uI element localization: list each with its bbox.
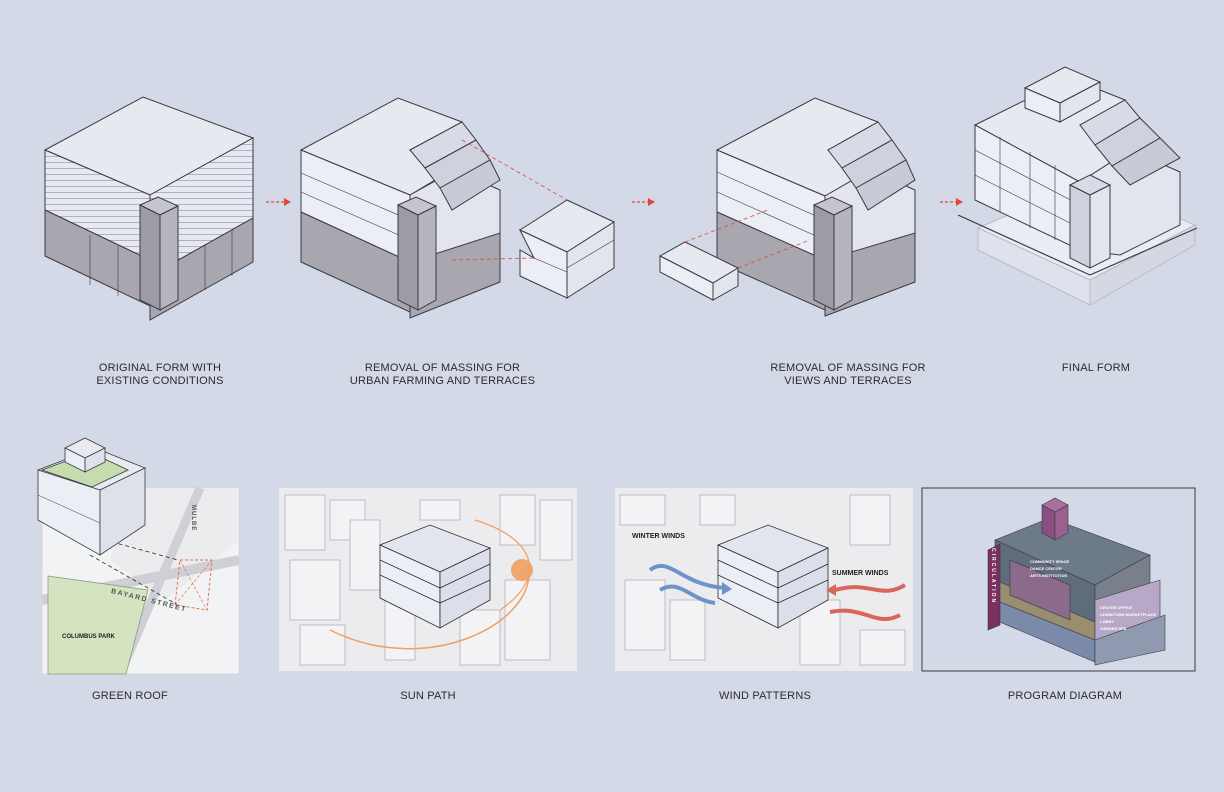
caption-wind-patterns: WIND PATTERNS	[718, 690, 812, 702]
caption-line: URBAN FARMING AND TERRACES	[349, 375, 536, 387]
program-labels-lower: CENTER OFFICE CHINATOWN MARKETPLACE LOBB…	[1100, 605, 1157, 631]
caption-views-terraces: REMOVAL OF MASSING FOR VIEWS AND TERRACE…	[758, 362, 938, 388]
caption-line: ORIGINAL FORM WITH	[98, 362, 222, 374]
massing-urban-farming	[299, 97, 616, 319]
massing-views	[658, 97, 916, 317]
caption-line: REMOVAL OF MASSING FOR	[770, 362, 926, 374]
program-labels: COMMUNITY SPACE DANCE CENTER ARTS INSTIT…	[1030, 559, 1070, 578]
massing-final-form	[957, 66, 1198, 306]
park-label: COLUMBUS PARK	[62, 634, 115, 640]
caption-original-form: ORIGINAL FORM WITH EXISTING CONDITIONS	[80, 362, 240, 388]
caption-program-diagram: PROGRAM DIAGRAM	[1007, 690, 1123, 702]
circulation-label: CIRCULATION	[990, 548, 996, 605]
winter-winds-arrows	[648, 563, 726, 605]
columbus-park	[47, 575, 149, 675]
caption-line: FINAL FORM	[1061, 362, 1131, 374]
caption-final-form: FINAL FORM	[1046, 362, 1146, 375]
wind-patterns-view	[615, 488, 913, 671]
step-arrow-2	[632, 198, 655, 206]
step-arrow-1	[266, 198, 291, 206]
caption-line: REMOVAL OF MASSING FOR	[364, 362, 521, 374]
sun-icon	[511, 559, 533, 581]
caption-urban-farming: REMOVAL OF MASSING FOR URBAN FARMING AND…	[345, 362, 540, 388]
caption-green-roof: GREEN ROOF	[92, 690, 168, 702]
green-roof-map	[36, 437, 240, 676]
caption-sun-path: SUN PATH	[400, 690, 456, 702]
sun-path-view	[279, 488, 577, 671]
massing-original-form	[43, 96, 255, 321]
winter-winds-label: WINTER WINDS	[632, 533, 685, 540]
summer-winds-label: SUMMER WINDS	[832, 570, 889, 577]
caption-line: EXISTING CONDITIONS	[96, 375, 224, 387]
caption-line: VIEWS AND TERRACES	[784, 375, 912, 387]
program-diagram-view	[921, 487, 1196, 672]
summer-winds-arrows	[829, 583, 907, 622]
step-arrow-3	[940, 198, 963, 206]
street-label-mulberry: MULBE	[190, 505, 196, 532]
